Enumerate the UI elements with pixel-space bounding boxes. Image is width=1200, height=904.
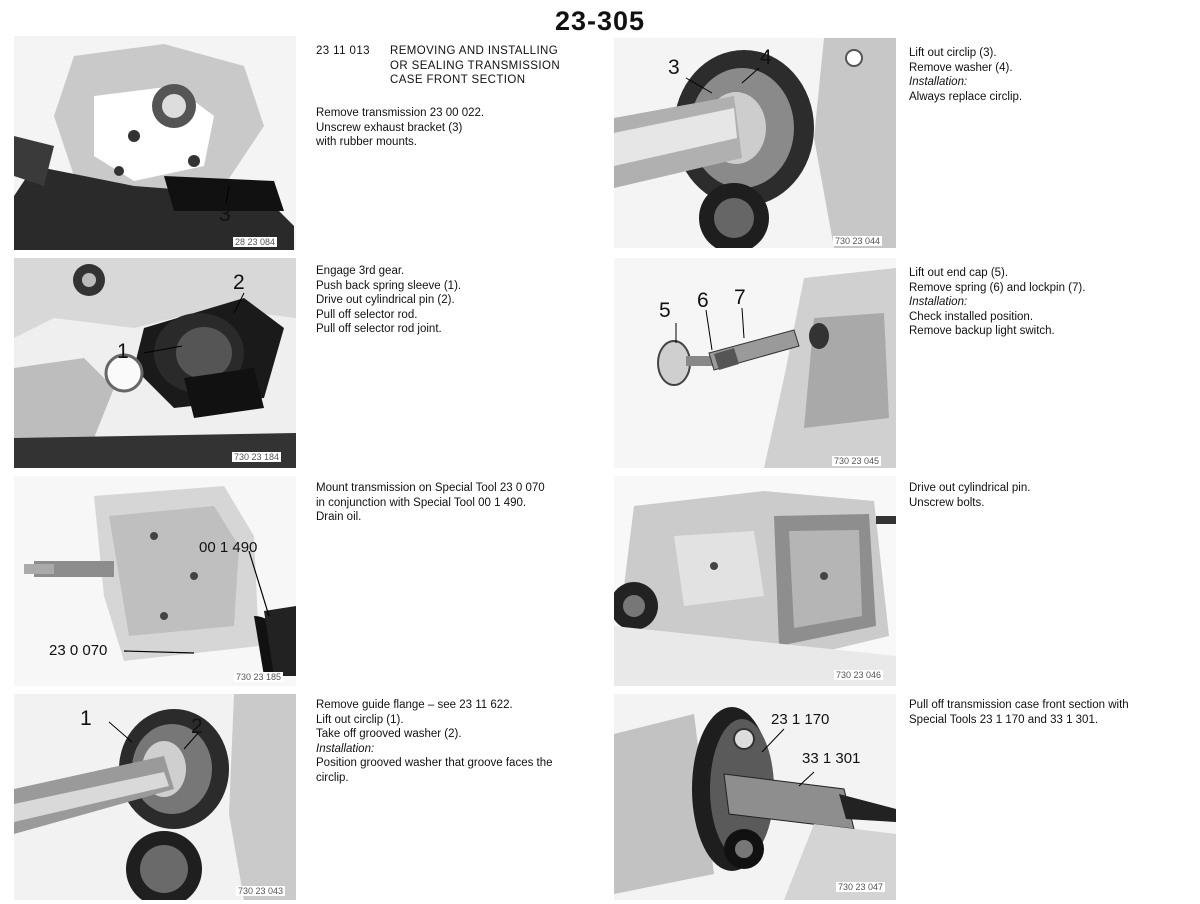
photo-exhaust-bracket — [14, 36, 296, 250]
callout-tool-33-1-301: 33 1 301 — [802, 750, 861, 767]
photo-selector-rod — [14, 258, 296, 468]
installation-label: Installation: — [316, 742, 375, 755]
section-heading: 23 11 013 REMOVING AND INSTALLING OR SEA… — [316, 44, 606, 94]
callout-3: 3 — [219, 203, 231, 226]
step-text: Mount transmission on Special Tool 23 0 … — [316, 482, 545, 523]
callout-5: 5 — [659, 299, 671, 322]
callout-6: 6 — [697, 289, 709, 312]
section-title: REMOVING AND INSTALLING OR SEALING TRANS… — [390, 45, 561, 86]
callout-tool-00-1-490: 00 1 490 — [199, 539, 258, 556]
figure-number: 730 23 185 — [234, 672, 284, 682]
page-number: 23-305 — [554, 6, 646, 36]
step-text: Remove transmission 23 00 022. Unscrew e… — [316, 107, 485, 148]
figure-number: 730 23 047 — [836, 882, 886, 892]
step-text: Remove guide flange – see 23 11 622. Lif… — [316, 699, 553, 784]
figure-number: 730 23 046 — [834, 670, 884, 680]
step-text: Lift out end cap (5). Remove spring (6) … — [909, 267, 1086, 337]
photo-special-tool-mount — [14, 476, 296, 686]
figure-number: 730 23 045 — [832, 456, 882, 466]
step-text: Lift out circlip (3). Remove washer (4).… — [909, 47, 1023, 103]
figure-number: 730 23 184 — [232, 452, 282, 462]
callout-tool-23-0-070: 23 0 070 — [49, 642, 108, 659]
callout-2: 2 — [191, 715, 203, 738]
figure-number: 730 23 044 — [833, 236, 883, 246]
figure-number: 28 23 084 — [233, 237, 278, 247]
callout-tool-23-1-170: 23 1 170 — [771, 711, 830, 728]
callout-7: 7 — [734, 286, 746, 309]
callout-2: 2 — [233, 271, 245, 294]
callout-1: 1 — [80, 707, 92, 730]
photo-transmission-case — [614, 476, 896, 686]
section-code: 23 11 013 — [316, 45, 370, 57]
callout-4: 4 — [760, 46, 772, 69]
callout-1: 1 — [117, 340, 129, 363]
photo-case-front-section-pull — [614, 694, 896, 900]
step-text: Pull off transmission case front section… — [909, 699, 1129, 726]
photo-circlip-washer — [614, 38, 896, 248]
step-text: Drive out cylindrical pin. Unscrew bolts… — [909, 482, 1031, 509]
photo-end-cap-spring — [614, 258, 896, 468]
callout-3: 3 — [668, 56, 680, 79]
installation-label: Installation: — [909, 76, 968, 88]
installation-label: Installation: — [909, 296, 968, 308]
step-text: Engage 3rd gear. Push back spring sleeve… — [316, 265, 462, 335]
photo-guide-flange — [14, 694, 296, 900]
figure-number: 730 23 043 — [236, 886, 286, 896]
